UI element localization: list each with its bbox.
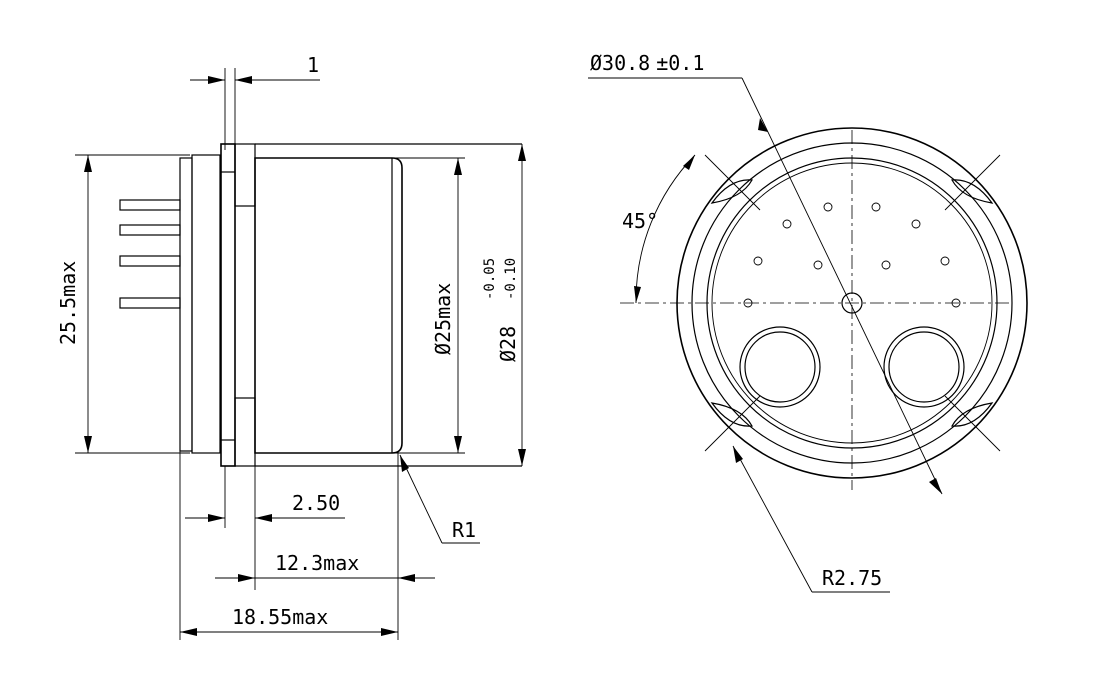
angle-label: 45°: [622, 209, 658, 233]
dim-can-diameter: [392, 157, 465, 454]
dim-corner-radius: [399, 454, 480, 544]
flange-thickness-label: 1: [307, 53, 319, 77]
can-body: [254, 157, 403, 454]
dim-angle: [634, 154, 696, 304]
dim-pin-offset: [185, 466, 345, 590]
pin-offset-label: 2.50: [292, 491, 340, 515]
can-diameter-label: Ø25max: [431, 283, 455, 355]
pins: [119, 199, 181, 309]
ports: [739, 326, 965, 408]
corner-radius-label: R1: [452, 518, 476, 542]
overall-length-label: 18.55max: [232, 605, 328, 629]
front-view: Ø30.8±0.1 45° R2.75: [588, 51, 1028, 593]
notch-radius-label: R2.75: [822, 566, 882, 590]
dim-overall-length: [179, 451, 398, 640]
dim-body-diameter: [518, 144, 526, 466]
side-view: 25.5max 1 Ø25max Ø28 -0.05 -0.10: [56, 53, 526, 640]
body-diameter-label: Ø28: [496, 326, 520, 362]
flange-lip-bottom: [234, 397, 256, 467]
dim-height: [75, 154, 190, 454]
dim-notch-radius: [732, 445, 890, 593]
pin-holes: [743, 202, 961, 308]
base-ring: [179, 157, 193, 452]
dim-flange-diameter: [588, 77, 943, 495]
flange: [220, 143, 236, 467]
dim-can-length: [215, 453, 435, 640]
flange-diameter-label: Ø30.8±0.1: [590, 51, 704, 75]
height-label: 25.5max: [56, 261, 80, 345]
base-ring-inner: [191, 154, 221, 454]
body-tol-lower: -0.10: [503, 258, 519, 300]
center-pin: [841, 292, 863, 314]
flange-lip-top: [234, 143, 256, 207]
body-tol-upper: -0.05: [482, 258, 498, 300]
dim-flange-thickness: [190, 68, 320, 150]
notches: [704, 154, 1001, 452]
can-length-label: 12.3max: [275, 551, 359, 575]
